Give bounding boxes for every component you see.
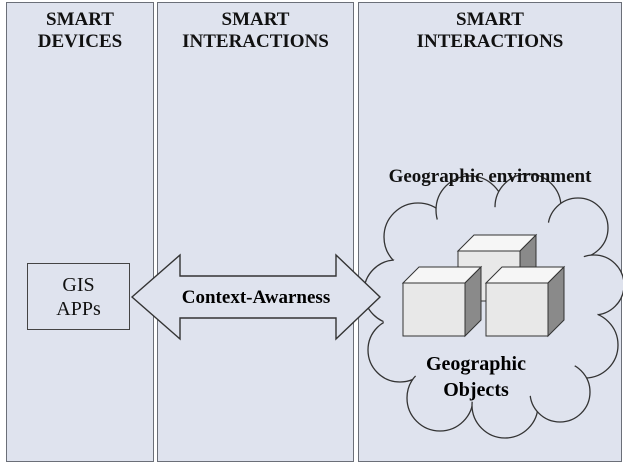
geographic-objects-label-line-1: Geographic [426,353,526,375]
geographic-objects-label-line-2: Objects [443,379,509,401]
geographic-environment-cloud [363,173,623,439]
context-awareness-label: Context-Awarness [182,287,330,308]
cube-left [401,265,483,338]
heading-line-2: DEVICES [37,31,123,52]
smart-devices-column: SMART DEVICES [6,2,154,462]
gis-apps-line-1: GIS [62,273,95,296]
geographic-environment-title: Geographic environment [388,166,592,187]
cube-right [484,265,566,338]
smart-devices-heading: SMART DEVICES [7,9,153,53]
heading-line-1: SMART [221,9,290,30]
smart-interactions-column-left: SMART INTERACTIONS [157,2,354,462]
context-awareness-arrow [130,253,382,341]
gis-apps-box: GIS APPs [27,263,130,330]
gis-apps-line-2: APPs [56,297,101,320]
heading-line-2: INTERACTIONS [416,31,564,52]
heading-line-2: INTERACTIONS [182,31,329,52]
smart-interactions-heading-right: SMART INTERACTIONS [359,9,621,53]
heading-line-1: SMART [46,9,114,30]
heading-line-1: SMART [456,9,524,30]
smart-interactions-heading-left: SMART INTERACTIONS [158,9,353,53]
